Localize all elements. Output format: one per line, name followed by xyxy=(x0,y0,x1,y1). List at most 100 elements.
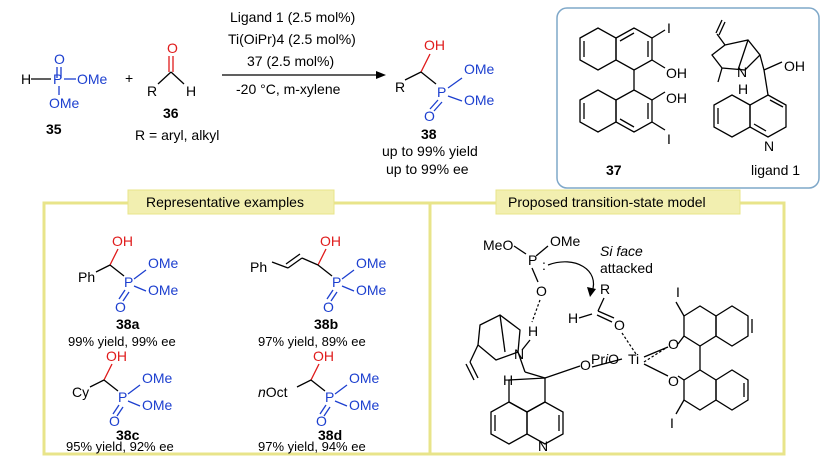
svg-text::: : xyxy=(542,257,546,273)
svg-text:OMe: OMe xyxy=(464,92,495,108)
label-37: 37 xyxy=(606,162,622,178)
svg-text:O: O xyxy=(109,413,120,429)
reagent-36: O R H 36 R = aryl, alkyl xyxy=(135,40,219,143)
ligand-1: N H OH N ligand 1 xyxy=(711,19,805,178)
svg-text:OMe: OMe xyxy=(356,282,387,298)
svg-text:O: O xyxy=(115,299,126,315)
svg-text:R: R xyxy=(147,83,157,99)
result-38d: 97% yield, 94% ee xyxy=(258,439,366,454)
svg-text:Si face: Si face xyxy=(600,243,643,259)
product-38: OH R P OMe OMe O 38 up to 99% yield up t… xyxy=(382,37,495,177)
label-38: 38 xyxy=(421,126,437,142)
svg-text:P: P xyxy=(528,252,537,268)
condition-4: -20 °C, m-xylene xyxy=(236,81,341,97)
svg-text:Ph: Ph xyxy=(250,259,267,275)
svg-text:OMe: OMe xyxy=(550,233,581,249)
svg-text:O: O xyxy=(167,40,178,56)
svg-text:P: P xyxy=(124,274,133,290)
svg-text:OMe: OMe xyxy=(77,71,108,87)
svg-text:O: O xyxy=(316,413,327,429)
ts-title: Proposed transition-state model xyxy=(508,194,706,210)
svg-text:O: O xyxy=(580,357,591,373)
svg-text:O: O xyxy=(323,299,334,315)
label-38d: 38d xyxy=(318,427,342,443)
binol-37: I OH OH I 37 xyxy=(579,20,687,178)
face-note-attacked: attacked xyxy=(600,260,653,276)
svg-text:Ti: Ti xyxy=(628,351,639,367)
label-38b: 38b xyxy=(314,316,338,332)
svg-text:OMe: OMe xyxy=(464,61,495,77)
svg-text:OH: OH xyxy=(106,348,127,364)
example-38b: OH Ph P OMe OMe O 38b 97% yield, 89% ee xyxy=(250,233,387,349)
examples-title: Representative examples xyxy=(146,194,304,210)
svg-text:MeO: MeO xyxy=(483,237,513,253)
svg-text:OMe: OMe xyxy=(349,370,380,386)
svg-text:O: O xyxy=(668,373,679,389)
label-38a: 38a xyxy=(116,316,140,332)
svg-text:P: P xyxy=(332,274,341,290)
label-35: 35 xyxy=(46,121,62,137)
svg-text:nOct: nOct xyxy=(258,384,288,400)
svg-text:O: O xyxy=(668,336,679,352)
svg-text:Ph: Ph xyxy=(78,269,95,285)
svg-text:OH: OH xyxy=(424,37,445,53)
catalyst-box xyxy=(556,7,820,189)
examples-title-bg xyxy=(127,189,335,215)
svg-text:OMe: OMe xyxy=(142,370,173,386)
ee-text: up to 99% ee xyxy=(386,161,469,177)
svg-text:OMe: OMe xyxy=(356,255,387,271)
result-38a: 99% yield, 99% ee xyxy=(68,334,176,349)
svg-text:OH: OH xyxy=(313,348,334,364)
yield-text: up to 99% yield xyxy=(382,143,478,159)
result-38c: 95% yield, 92% ee xyxy=(66,439,174,454)
svg-text:Cy: Cy xyxy=(72,384,89,400)
svg-text:R: R xyxy=(395,79,405,95)
svg-text:O: O xyxy=(424,108,435,124)
svg-text:P: P xyxy=(325,389,334,405)
svg-text:OH: OH xyxy=(666,65,687,81)
svg-text:OMe: OMe xyxy=(49,95,80,111)
condition-3: 37 (2.5 mol%) xyxy=(247,53,334,69)
condition-1: Ligand 1 (2.5 mol%) xyxy=(230,9,355,25)
svg-text:H: H xyxy=(568,310,578,326)
svg-text:I: I xyxy=(670,415,674,431)
label-38c: 38c xyxy=(116,427,140,443)
svg-text:OH: OH xyxy=(666,90,687,106)
face-note-si: Si face xyxy=(600,243,643,259)
example-38c: OH Cy P OMe OMe O 38c 95% yield, 92% ee xyxy=(66,348,174,454)
svg-text:OMe: OMe xyxy=(142,397,173,413)
reagent-35: O H P OMe OMe 35 xyxy=(21,51,108,137)
svg-text:N: N xyxy=(764,138,774,154)
svg-text:R: R xyxy=(600,281,610,297)
svg-text:H: H xyxy=(186,83,196,99)
examples-panel xyxy=(42,201,432,456)
ts-title-bg xyxy=(495,189,741,215)
result-38b: 97% yield, 89% ee xyxy=(258,334,366,349)
example-38a: OH Ph P OMe OMe O 38a 99% yield, 99% ee xyxy=(68,233,179,349)
svg-text:+: + xyxy=(125,70,133,86)
svg-text:H: H xyxy=(21,71,31,87)
svg-text:OH: OH xyxy=(320,233,341,249)
svg-text:O: O xyxy=(54,51,65,67)
attack-arrow xyxy=(547,261,595,293)
svg-text:H: H xyxy=(528,323,538,339)
svg-text:O: O xyxy=(536,283,547,299)
svg-text:N: N xyxy=(737,64,747,80)
svg-text:OMe: OMe xyxy=(148,255,179,271)
svg-text:OH: OH xyxy=(112,233,133,249)
label-ligand-1: ligand 1 xyxy=(751,162,800,178)
r-definition: R = aryl, alkyl xyxy=(135,127,219,143)
svg-text:P: P xyxy=(437,84,446,100)
ts-model: MeO P OMe : O Si face attacked R H O H N… xyxy=(465,233,753,454)
svg-text:O: O xyxy=(614,317,625,333)
svg-text:P: P xyxy=(53,71,62,87)
svg-text:OH: OH xyxy=(784,58,805,74)
svg-text:PriO: PriO xyxy=(591,351,619,367)
label-36: 36 xyxy=(163,105,179,121)
example-38d: OH nOct P OMe OMe O 38d 97% yield, 94% e… xyxy=(258,348,380,454)
svg-text:I: I xyxy=(667,20,671,36)
svg-text:P: P xyxy=(118,389,127,405)
svg-text:OMe: OMe xyxy=(148,282,179,298)
svg-text:OMe: OMe xyxy=(349,397,380,413)
